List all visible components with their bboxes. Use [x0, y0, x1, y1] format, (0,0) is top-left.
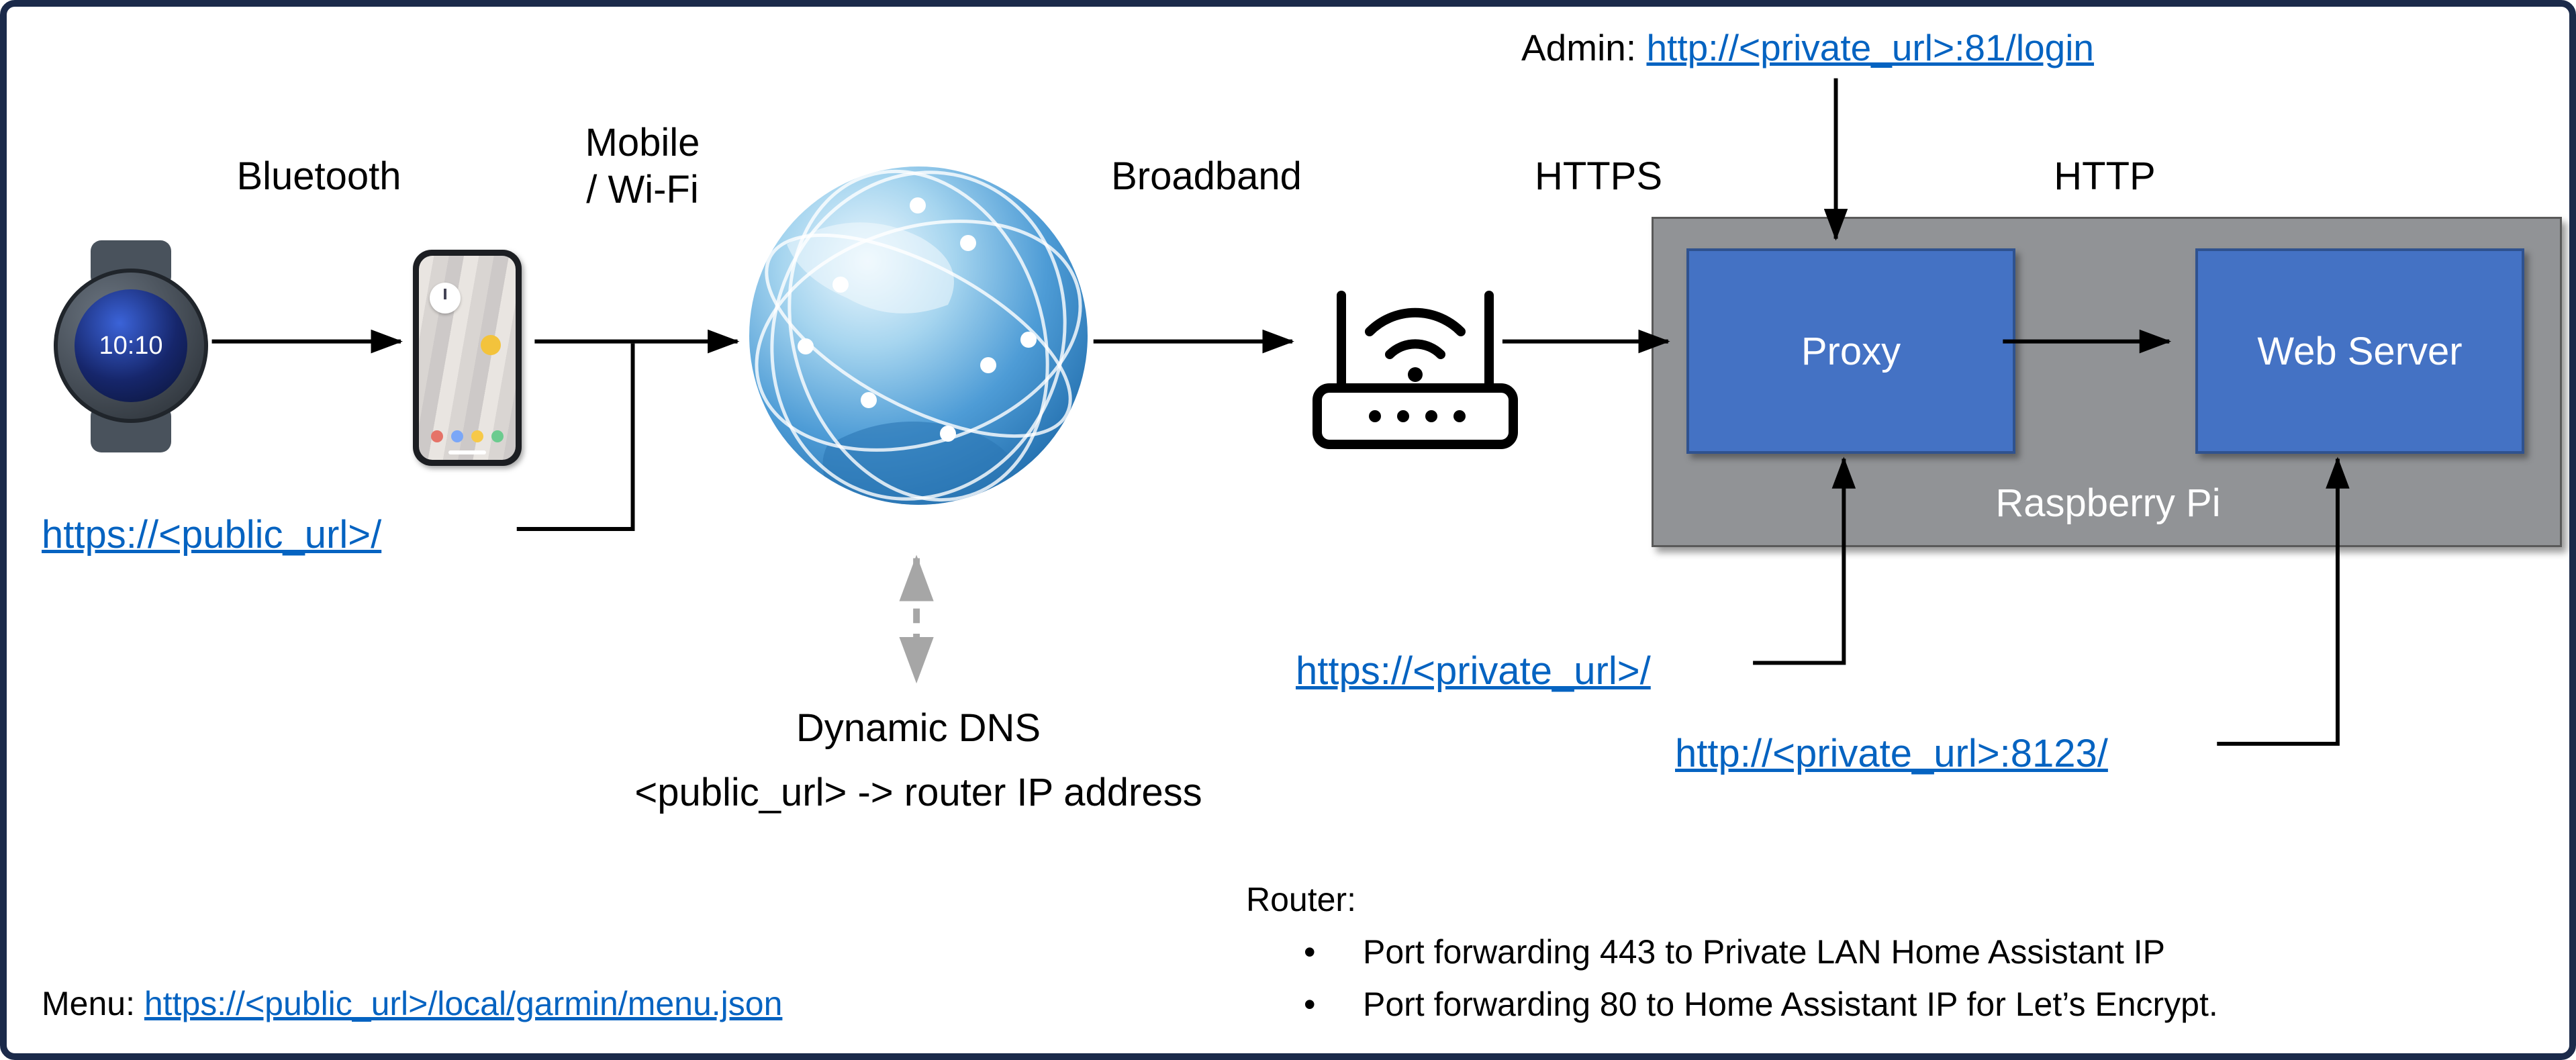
mobile-wifi-label: Mobile / Wi-Fi	[585, 119, 700, 213]
private-8123-url-link[interactable]: http://<private_url>:8123/	[1675, 732, 2108, 775]
watch-face: 10:10	[54, 269, 208, 423]
phone-home-pill	[448, 450, 486, 454]
router-notes-title: Router:	[1246, 881, 1356, 918]
watch-screen: 10:10	[75, 289, 187, 402]
smartwatch-icon: 10:10	[48, 240, 213, 452]
menu-json-link[interactable]: https://<public_url>/local/garmin/menu.j…	[144, 985, 783, 1022]
router-icon	[1313, 291, 1518, 449]
raspberry-pi-label: Raspberry Pi	[1995, 481, 2221, 525]
menu-line: Menu: https://<public_url>/local/garmin/…	[42, 983, 782, 1024]
web-server-node: Web Server	[2195, 248, 2524, 454]
mobile-wifi-line1: Mobile	[585, 121, 700, 164]
internet-globe-icon	[749, 166, 1088, 505]
menu-prefix: Menu:	[42, 985, 135, 1022]
proxy-node: Proxy	[1686, 248, 2015, 454]
bluetooth-label: Bluetooth	[236, 154, 401, 198]
https-label: HTTPS	[1534, 154, 1663, 198]
dynamic-dns-label: Dynamic DNS	[796, 706, 1041, 750]
broadband-label: Broadband	[1111, 154, 1302, 198]
router-note-bullet-1: •Port forwarding 443 to Private LAN Home…	[1304, 933, 2165, 971]
admin-line: Admin: http://<private_url>:81/login	[1521, 26, 2094, 70]
web-server-label: Web Server	[2257, 329, 2463, 373]
http-label: HTTP	[2054, 154, 2156, 198]
mobile-wifi-line2: / Wi-Fi	[586, 167, 699, 211]
bullet-glyph: •	[1304, 985, 1316, 1023]
phone-app-dock	[419, 430, 516, 442]
bullet-glyph: •	[1304, 933, 1316, 971]
private-https-url-link[interactable]: https://<private_url>/	[1296, 649, 1651, 693]
phone-clock-widget	[430, 283, 461, 314]
watch-time: 10:10	[99, 331, 163, 360]
admin-login-link[interactable]: http://<private_url>:81/login	[1646, 27, 2095, 68]
phone-weather-icon	[481, 335, 501, 355]
router-note-bullet-2: •Port forwarding 80 to Home Assistant IP…	[1304, 985, 2218, 1023]
smartphone-icon	[413, 250, 522, 466]
proxy-label: Proxy	[1801, 329, 1901, 373]
phone-screen	[419, 256, 516, 460]
elbow-public-url-to-arrow	[516, 343, 635, 531]
admin-prefix: Admin:	[1521, 27, 1637, 68]
public-url-link[interactable]: https://<public_url>/	[42, 513, 382, 557]
dns-mapping-label: <public_url> -> router IP address	[634, 771, 1202, 814]
